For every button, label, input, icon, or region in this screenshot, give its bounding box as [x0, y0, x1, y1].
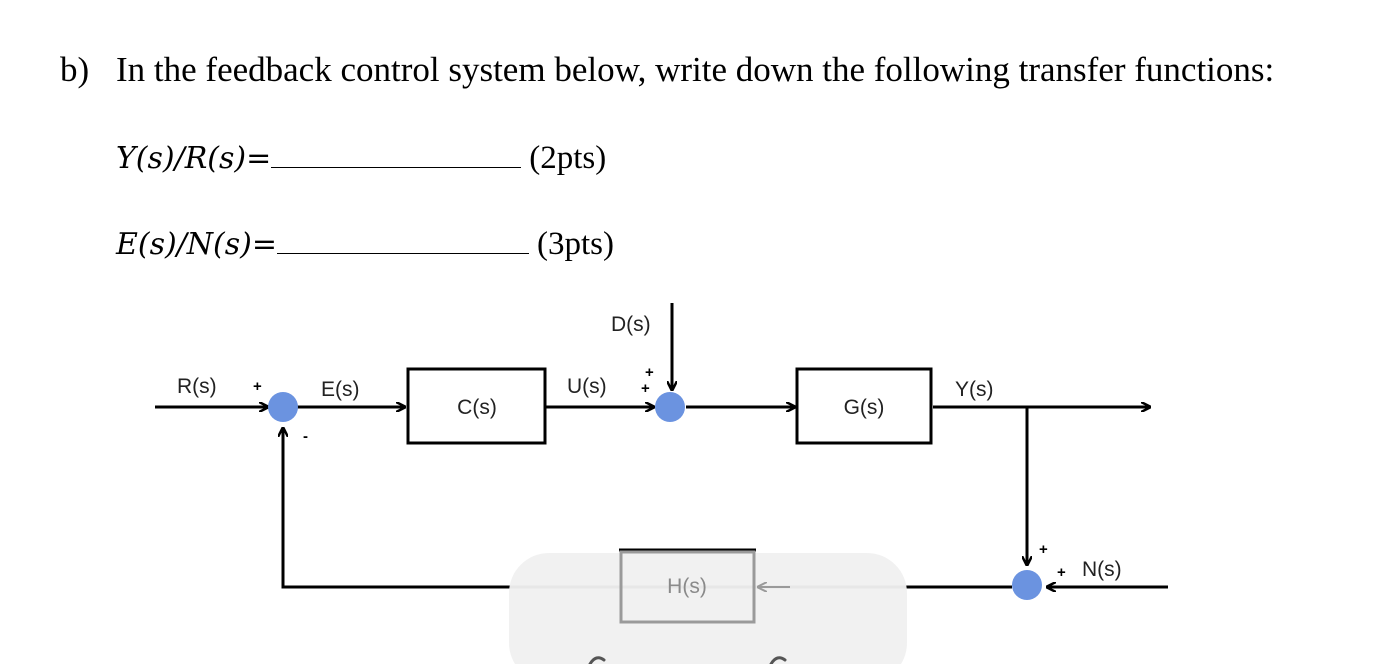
- question-label: b): [60, 50, 90, 89]
- control-signal-label: U(s): [567, 375, 607, 398]
- summing-junction-disturbance: [655, 392, 685, 422]
- summing-junction-noise: [1012, 570, 1042, 600]
- summing-junction-error: [268, 392, 298, 422]
- output-signal-label: Y(s): [955, 378, 994, 401]
- sensor-block: [619, 550, 756, 624]
- sum1-plus-sign: +: [253, 378, 262, 395]
- overlay-panel[interactable]: [509, 553, 907, 664]
- answer-blank[interactable]: [271, 141, 522, 168]
- overlay-handle-right-icon[interactable]: [769, 656, 787, 664]
- sum3-noise-plus-sign: +: [1057, 564, 1066, 581]
- points-label: (2pts): [529, 140, 607, 176]
- points-label: (3pts): [537, 226, 615, 262]
- disturbance-signal-label: D(s): [611, 313, 651, 336]
- equation-lhs: Y(s)/R(s)=: [116, 141, 272, 176]
- input-signal-label: R(s): [177, 375, 217, 398]
- error-signal-label: E(s): [321, 378, 360, 401]
- sum3-output-plus-sign: +: [1039, 541, 1048, 558]
- equation-lhs: E(s)/N(s)=: [116, 227, 278, 262]
- sum2-control-plus-sign: +: [641, 380, 650, 397]
- question-prompt: b) In the feedback control system below, …: [60, 50, 1274, 90]
- sum1-minus-sign: -: [303, 428, 308, 445]
- sensor-block-label: H(s): [667, 575, 707, 598]
- overlay-handle-left-icon[interactable]: [588, 656, 606, 664]
- equation-e-over-n: E(s)/N(s)= (3pts): [116, 226, 614, 263]
- noise-signal-label: N(s): [1082, 558, 1122, 581]
- question-text: In the feedback control system below, wr…: [116, 50, 1275, 89]
- controller-block: [406, 367, 547, 445]
- controller-block-label: C(s): [457, 396, 497, 419]
- equation-y-over-r: Y(s)/R(s)= (2pts): [116, 140, 606, 177]
- plant-block-label: G(s): [844, 396, 885, 419]
- plant-block: [795, 367, 933, 445]
- answer-blank[interactable]: [277, 227, 530, 254]
- sum2-disturbance-plus-sign: +: [645, 364, 654, 381]
